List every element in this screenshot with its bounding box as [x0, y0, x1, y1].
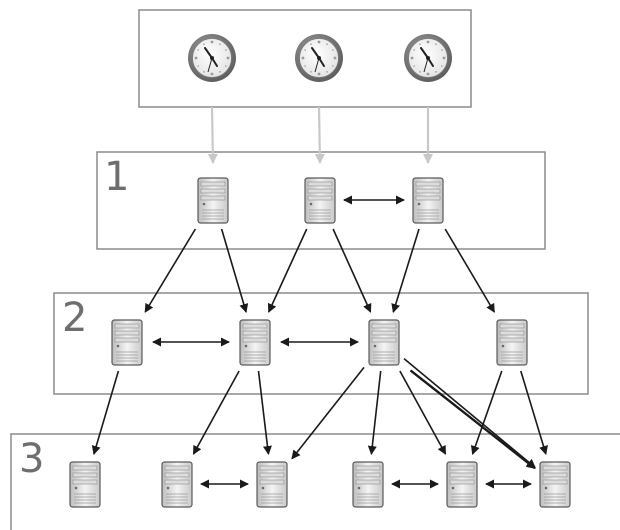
connection-arrows [91, 106, 548, 489]
sync-arrow [220, 228, 249, 313]
sync-arrow [444, 228, 495, 313]
server-icon [69, 461, 101, 508]
sync-arrow [267, 228, 308, 313]
server-icon [239, 319, 271, 366]
sync-arrow [291, 366, 365, 460]
stratum-1-label: 1 [104, 154, 129, 200]
server-icon [304, 177, 336, 224]
sync-arrow [520, 370, 548, 455]
clock-sync-arrow [314, 106, 325, 164]
server-icon [496, 319, 528, 366]
sync-arrow [192, 370, 240, 455]
sync-arrow [403, 357, 536, 469]
server-icon [352, 461, 384, 508]
server-icon [446, 461, 478, 508]
sync-arrow [391, 228, 420, 313]
sync-arrow [144, 228, 197, 313]
clock-sync-arrow [207, 106, 218, 164]
server-icon [111, 319, 143, 366]
clock-icon [295, 34, 343, 82]
server-icon [197, 177, 229, 224]
sync-arrow [409, 369, 536, 470]
stratum-2-label: 2 [62, 295, 87, 341]
sync-arrow [399, 370, 447, 455]
sync-arrow [367, 370, 382, 455]
sync-arrow [257, 370, 272, 455]
sync-arrow [332, 228, 372, 313]
server-icon [539, 461, 571, 508]
diagram-nodes [69, 34, 571, 508]
clock-icon [188, 34, 236, 82]
stratum-3-label: 3 [19, 436, 44, 482]
clock-icon [404, 34, 452, 82]
sync-arrow [471, 370, 503, 455]
stratum-3-box [10, 433, 620, 530]
sync-arrow [91, 370, 120, 455]
server-icon [412, 177, 444, 224]
server-icon [368, 319, 400, 366]
server-icon [161, 461, 193, 508]
server-icon [256, 461, 288, 508]
